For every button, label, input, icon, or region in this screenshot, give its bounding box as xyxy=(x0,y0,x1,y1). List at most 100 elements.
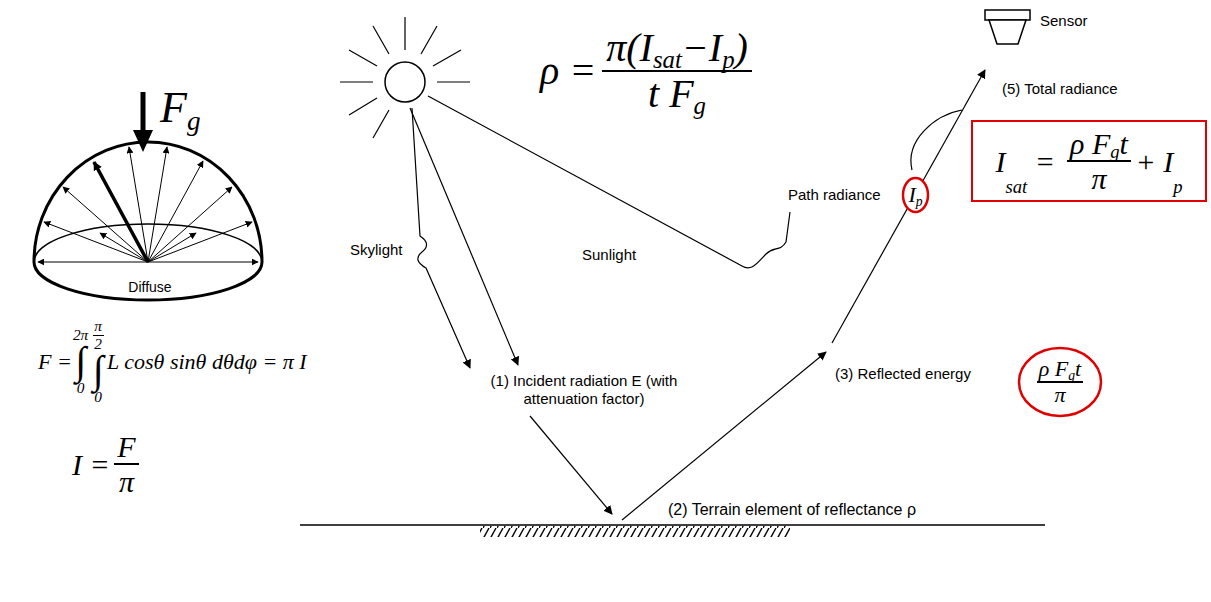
label-holder: Skylight xyxy=(350,241,403,259)
formula: F =2π∫0π2∫0L cosθ sinθ dθdφ = π I xyxy=(38,318,307,405)
step-label: (1) Incident radiation E (with attenuati… xyxy=(491,372,678,407)
hemisphere xyxy=(34,142,262,300)
fraction: π2 xyxy=(93,318,104,353)
math-text: π xyxy=(1054,383,1065,407)
ray-label: Skylight xyxy=(350,241,403,258)
math-text: L cosθ sinθ dθdφ = π I xyxy=(107,350,307,374)
skylight-ray xyxy=(412,108,470,368)
formula: I =Fπ xyxy=(72,430,143,498)
equation: Isat=ρ Fgtπ+ Ip xyxy=(996,127,1183,195)
terrain-hatch xyxy=(480,526,790,537)
denominator: π xyxy=(1088,162,1109,195)
label-holder: (2) Terrain element of reflectance ρ xyxy=(668,500,916,519)
math-text: 0 xyxy=(94,389,102,406)
incident-ray xyxy=(530,416,612,514)
math-text: ρ F xyxy=(1039,357,1069,381)
math-text: π xyxy=(94,318,102,335)
fraction: ρ Fgtπ xyxy=(1037,357,1084,407)
math-text: F xyxy=(160,84,187,132)
ray xyxy=(44,222,148,262)
upper-limit: π2 xyxy=(90,318,105,353)
subscript: p xyxy=(916,194,923,209)
ray xyxy=(148,147,167,262)
sensor-label: Sensor xyxy=(1040,12,1088,29)
integral-sign: ∫ xyxy=(93,353,104,389)
math-text: + I xyxy=(1135,145,1173,178)
denominator: 2 xyxy=(93,336,104,353)
math-text: F xyxy=(117,430,135,463)
ray xyxy=(63,187,148,262)
diffuse-rays xyxy=(38,147,258,262)
math-text: I xyxy=(996,145,1006,178)
ray-label: Sunlight xyxy=(582,246,636,263)
math-text: 2π xyxy=(73,327,88,344)
subscript: g xyxy=(694,92,706,119)
denominator: π xyxy=(1052,383,1067,407)
path-radiance-leader xyxy=(911,110,962,170)
formula: ρ =π(Isat−Ip)t Fg xyxy=(540,26,758,116)
highlight-ellipse: Ip xyxy=(901,176,930,214)
integral: π2∫0 xyxy=(90,318,105,405)
ellipse-shape xyxy=(903,178,928,212)
math-text: π xyxy=(1091,162,1106,195)
ray xyxy=(148,222,252,262)
ray xyxy=(148,262,258,263)
math-text: = xyxy=(1035,145,1055,178)
ellipse-shape xyxy=(1019,348,1101,416)
sun xyxy=(385,62,425,102)
label-holder: (3) Reflected energy xyxy=(835,365,971,383)
subscript: g xyxy=(1110,142,1119,162)
sensor-body xyxy=(989,20,1026,44)
math-text: t F xyxy=(648,72,694,116)
math-text: 2 xyxy=(94,336,102,353)
math-text: ρ F xyxy=(1070,127,1110,160)
ray xyxy=(148,187,232,262)
ray xyxy=(38,262,148,263)
step-label: (3) Reflected energy xyxy=(835,365,971,382)
label-holder: Diffuse xyxy=(100,279,200,296)
subscript: g xyxy=(1068,368,1075,383)
dome xyxy=(34,142,262,262)
lower-limit: 0 xyxy=(94,389,102,406)
label-holder: (5) Total radiance xyxy=(1002,80,1118,98)
label-holder: (1) Incident radiation E (with attenuati… xyxy=(488,372,680,408)
equation: ρ Fgtπ xyxy=(1033,357,1086,407)
path-radiance-ray xyxy=(428,96,790,268)
math-text: π(I xyxy=(606,26,653,70)
integral: 2π∫0 xyxy=(73,327,88,397)
bold-ray xyxy=(94,162,148,262)
lower-limit: 0 xyxy=(77,380,85,397)
denominator: π xyxy=(116,465,137,498)
numerator: ρ Fgt xyxy=(1067,127,1131,162)
math-text: 0 xyxy=(77,380,85,397)
fraction: π(Isat−Ip)t Fg xyxy=(602,26,752,116)
sun-rays xyxy=(340,17,470,138)
math-text: −I xyxy=(682,26,722,70)
label-holder: Sensor xyxy=(1040,12,1088,30)
math-text: π xyxy=(119,465,134,498)
ray xyxy=(148,233,196,262)
subscript: p xyxy=(1173,177,1182,197)
equation: Ip xyxy=(908,183,922,207)
horizon-back xyxy=(34,224,262,262)
math-text: I xyxy=(908,183,915,207)
flux-arrow xyxy=(141,92,146,132)
math-text: I = xyxy=(72,448,110,481)
fraction: ρ Fgtπ xyxy=(1067,127,1131,195)
numerator: F xyxy=(114,430,138,465)
numerator: π xyxy=(93,318,104,336)
hemisphere-label: Diffuse xyxy=(128,279,171,295)
subscript: sat xyxy=(1006,177,1028,197)
sunlight-ray xyxy=(410,108,518,365)
highlight-ellipse: ρ Fgtπ xyxy=(1017,346,1103,418)
math-text: t xyxy=(1075,357,1081,381)
math-text: t xyxy=(1120,127,1128,160)
subscript: sat xyxy=(653,46,682,73)
numerator: π(Isat−Ip) xyxy=(602,26,752,72)
horizon-front xyxy=(34,262,262,300)
denominator: t Fg xyxy=(644,72,710,116)
subscript: p xyxy=(722,46,734,73)
math-text: ) xyxy=(735,26,748,70)
step-label: (2) Terrain element of reflectance ρ xyxy=(668,501,916,518)
